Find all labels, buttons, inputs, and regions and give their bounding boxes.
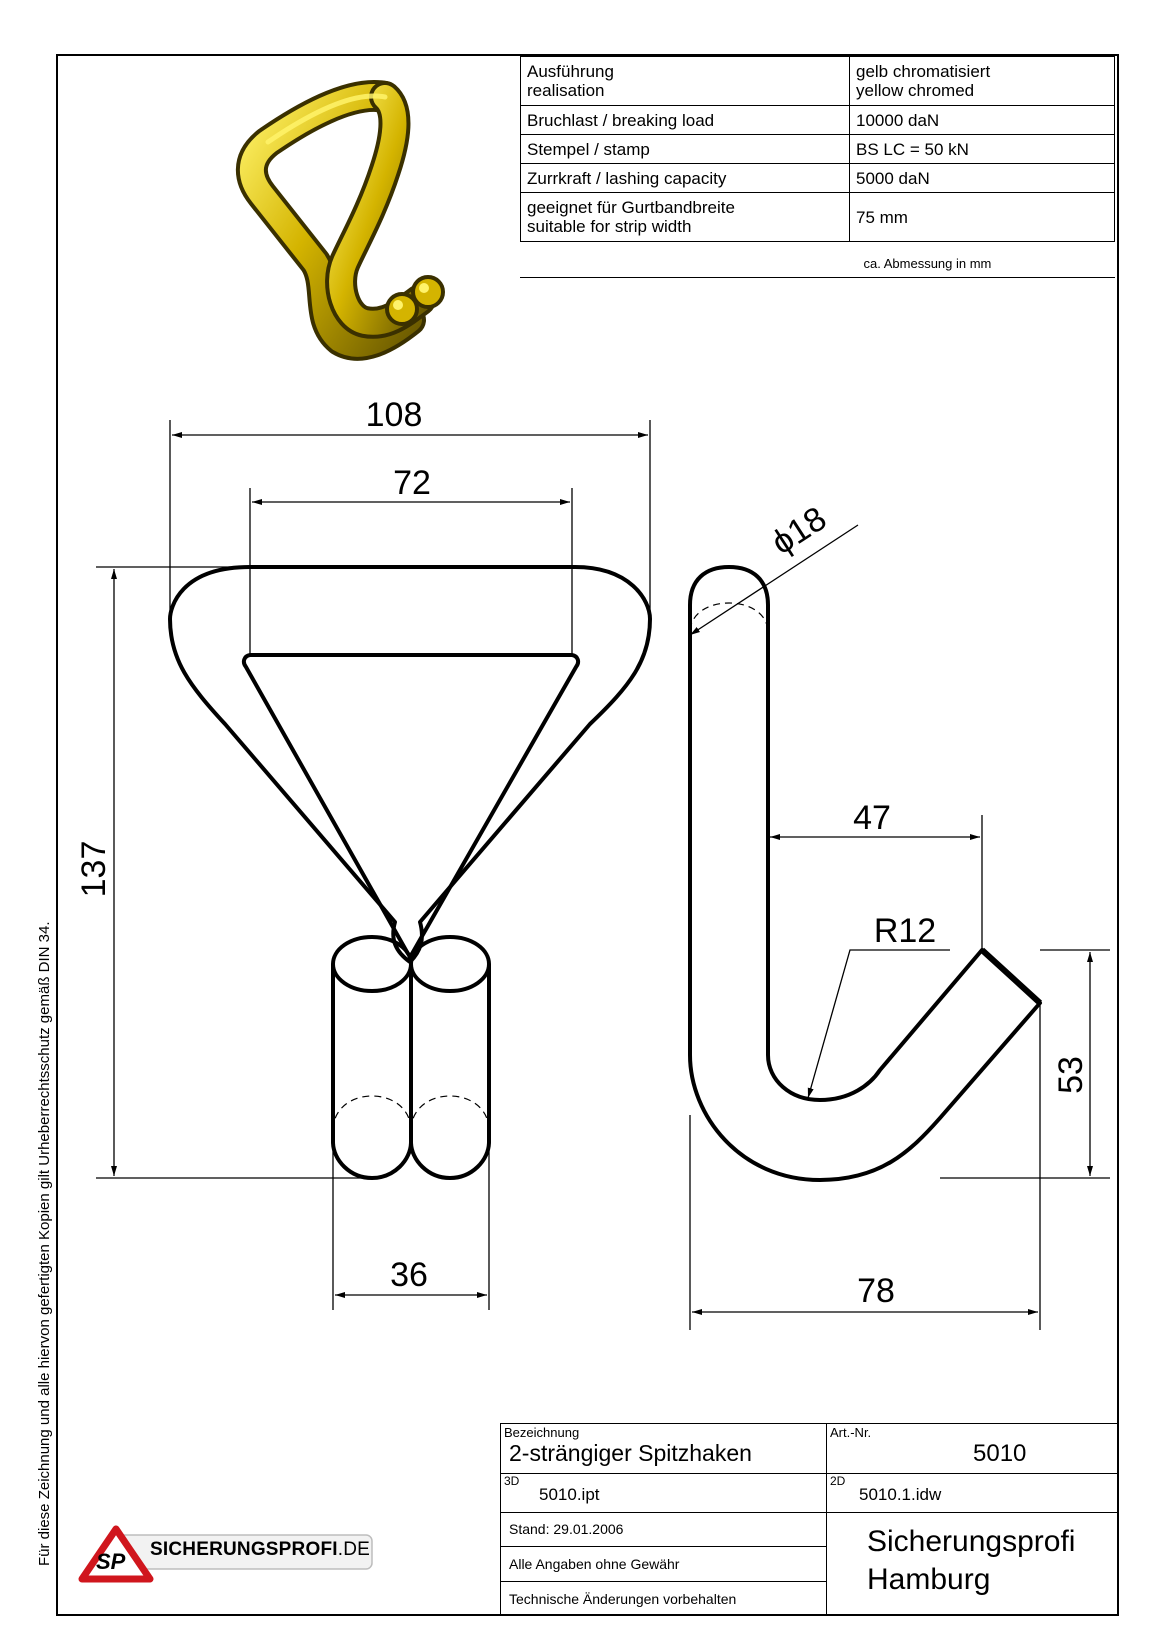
spec-row: Stempel / stamp BS LC = 50 kN [520, 134, 1115, 164]
designation: 2-strängiger Spitzhaken [509, 1440, 752, 1466]
spec-bottom-rule [520, 277, 1115, 278]
file-3d: 5010.ipt [539, 1485, 600, 1504]
changes-cell: Technische Änderungen vorbehalten [500, 1581, 827, 1616]
dim-overall-width: 108 [366, 396, 423, 434]
spec-note: ca. Abmessung in mm [863, 255, 992, 271]
side-view [688, 565, 1043, 1182]
date-cell: Stand: 29.01.2006 [500, 1512, 827, 1547]
company-line2: Hamburg [867, 1563, 991, 1596]
dim-diameter: ϕ18 [765, 499, 833, 562]
side-hook-outline [688, 565, 1042, 1182]
dim-radius: R12 [874, 912, 936, 950]
dim-hook-height: 53 [1052, 1056, 1090, 1094]
designation-cell: Bezeichnung 2-strängiger Spitzhaken [500, 1423, 827, 1474]
file-2d-cell: 2D 5010.1.idw [826, 1473, 1119, 1513]
logo-name: SICHERUNGSPROFI [150, 1539, 338, 1560]
title-block: Bezeichnung 2-strängiger Spitzhaken Art.… [500, 1423, 1119, 1616]
left-strand-top [331, 935, 413, 993]
right-strand [409, 964, 491, 1180]
dim-height: 137 [75, 841, 113, 898]
spec-label: Zurrkraft / lashing capacity [520, 163, 850, 193]
front-view [168, 565, 652, 1180]
spec-value: BS LC = 50 kN [849, 134, 1115, 164]
front-outer-outline [168, 565, 652, 964]
logo-tld: .DE [337, 1539, 371, 1560]
file-3d-cell: 3D 5010.ipt [500, 1473, 827, 1513]
spec-label: Stempel / stamp [520, 134, 850, 164]
dimension-lines [96, 420, 1110, 1330]
company-logo: SP SICHERUNGSPROFI.DE [74, 1525, 374, 1587]
art-nr-cell: Art.-Nr. 5010 [826, 1423, 1119, 1474]
dim-hook-opening: 47 [853, 799, 891, 837]
company-line1: Sicherungsprofi [867, 1525, 1076, 1558]
company-cell: Sicherungsprofi Hamburg [826, 1512, 1119, 1616]
file-2d: 5010.1.idw [859, 1485, 942, 1504]
dim-inner-width: 72 [393, 464, 431, 502]
spec-value: 10000 daN [849, 105, 1115, 135]
left-strand [331, 964, 413, 1180]
dim-side-width: 78 [857, 1272, 895, 1310]
logo-badge: SP [96, 1549, 126, 1574]
dimension-labels: 108 72 137 36 ϕ18 47 R12 53 78 [75, 396, 1090, 1310]
art-nr: 5010 [973, 1440, 1027, 1467]
spec-note-row: ca. Abmessung in mm [521, 242, 1115, 285]
spec-value: 75 mm [849, 192, 1115, 242]
right-strand-top [409, 935, 491, 993]
disclaimer-cell: Alle Angaben ohne Gewähr [500, 1546, 827, 1582]
hook-3d-illustration [235, 80, 445, 361]
dim-base-width: 36 [390, 1256, 428, 1294]
spec-row: Zurrkraft / lashing capacity 5000 daN [520, 163, 1115, 193]
